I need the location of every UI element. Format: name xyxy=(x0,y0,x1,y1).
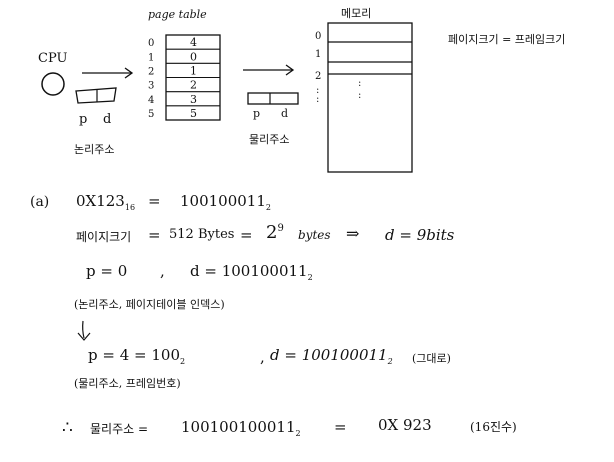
d-line-2-note: (그대로) xyxy=(412,352,451,365)
d-line-2: d = 1001000112 xyxy=(270,346,393,366)
d-line-subscript: 2 xyxy=(307,273,313,282)
cpu-circle xyxy=(41,72,65,96)
comma-2: , xyxy=(260,348,265,366)
binary-subscript: 2 xyxy=(265,203,271,212)
logical-address-box xyxy=(75,87,117,104)
page-table-title: page table xyxy=(148,8,207,21)
memory-index-1: 1 xyxy=(315,49,321,60)
memory-title: 메모리 xyxy=(341,7,371,20)
page-table-frame: 5 xyxy=(190,107,197,120)
memory-ellipsis-mid-2: : xyxy=(358,90,361,101)
implies-arrow: ⇒ xyxy=(346,224,360,243)
page-table-frame: 4 xyxy=(190,36,197,49)
d-bits: d = 9bits xyxy=(385,226,455,244)
power-unit: bytes xyxy=(298,228,331,242)
final-binary: 100100100011 xyxy=(181,418,296,436)
physical-p: p xyxy=(253,107,260,120)
page-table-index: 2 xyxy=(148,67,154,78)
physical-d: d xyxy=(281,107,288,120)
final-equals: = xyxy=(334,418,347,436)
d-line-value: d = 100100011 xyxy=(190,262,308,280)
equals-2: = xyxy=(148,226,161,244)
page-table-index: 1 xyxy=(148,52,154,63)
hex-value: 0X123 xyxy=(76,192,125,210)
p-line-2-subscript: 2 xyxy=(180,357,186,366)
arrow-head-2 xyxy=(285,64,295,76)
page-table-frame: 3 xyxy=(190,93,197,106)
down-arrow-head xyxy=(77,332,91,341)
d-line-2-subscript: 2 xyxy=(387,357,393,366)
page-size-note: 페이지크기 = 프레임크기 xyxy=(448,33,565,46)
memory-ellipsis-left-1: : xyxy=(316,85,319,96)
final-hex: 0X 923 xyxy=(378,416,432,434)
memory-ellipsis-left-2: : xyxy=(316,94,319,105)
page-table-index: 4 xyxy=(148,95,154,106)
page-table-frame: 2 xyxy=(190,79,197,92)
arrow-head-1 xyxy=(124,67,134,79)
part-label: (a) xyxy=(30,194,50,210)
page-table-index: 5 xyxy=(148,109,154,120)
power-exponent: 9 xyxy=(277,223,284,234)
therefore-symbol: ∴ xyxy=(62,418,73,438)
binary-value: 100100011 xyxy=(180,192,266,210)
memory-box xyxy=(327,22,413,173)
page-table-index: 0 xyxy=(148,38,154,49)
logical-address-label: 논리주소 xyxy=(74,143,114,156)
physical-address-label: 물리주소 xyxy=(249,133,289,146)
power-base: 2 xyxy=(266,222,278,243)
power-expression: 29 xyxy=(266,222,284,243)
page-table-frame: 1 xyxy=(190,65,197,78)
final-label: 물리주소 = xyxy=(90,422,149,436)
paren-note-1: (논리주소, 페이지테이블 인덱스) xyxy=(74,298,225,311)
hex-value-line: 0X12316 xyxy=(76,192,135,212)
page-size-value: 512 Bytes xyxy=(169,227,235,242)
d-line: d = 1001000112 xyxy=(190,262,313,282)
d-line-2-value: d = 100100011 xyxy=(270,346,388,364)
physical-address-box xyxy=(247,92,299,105)
memory-index-2: 2 xyxy=(315,71,321,82)
logical-d: d xyxy=(103,112,111,127)
binary-value-line: 1001000112 xyxy=(180,192,271,212)
p-line-2-value: p = 4 = 100 xyxy=(88,346,180,364)
final-binary-subscript: 2 xyxy=(295,429,301,438)
memory-ellipsis-mid-1: : xyxy=(358,78,361,89)
page-table-index: 3 xyxy=(148,81,154,92)
logical-p: p xyxy=(79,112,87,127)
hex-subscript: 16 xyxy=(124,203,136,212)
final-binary-line: 1001001000112 xyxy=(181,418,301,438)
p-line-2: p = 4 = 1002 xyxy=(88,346,185,366)
cpu-label: CPU xyxy=(38,51,67,66)
equals-1: = xyxy=(148,192,161,210)
paren-note-2: (물리주소, 프레임번호) xyxy=(74,377,181,390)
memory-index-0: 0 xyxy=(315,31,321,42)
comma-1: , xyxy=(160,262,165,280)
equals-3: = xyxy=(240,226,253,244)
p-line: p = 0 xyxy=(86,262,128,280)
page-table-frame: 0 xyxy=(190,50,197,63)
down-arrow-shaft xyxy=(82,320,85,339)
page-size-label: 페이지크기 xyxy=(76,230,132,244)
final-hex-note: (16진수) xyxy=(470,420,517,434)
